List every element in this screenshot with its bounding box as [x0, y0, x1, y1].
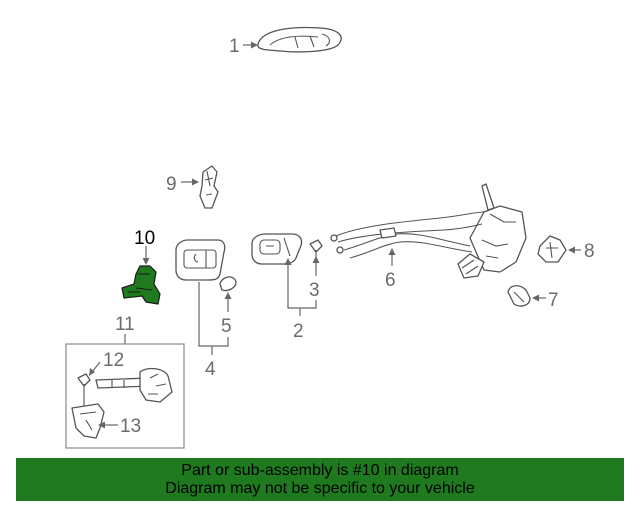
part-5-clip[interactable]: [219, 276, 237, 292]
part-11-assembly-box[interactable]: [65, 343, 185, 449]
part-13-bracket[interactable]: [71, 403, 105, 439]
callout-1[interactable]: 1: [229, 36, 240, 57]
banner-line-2: Diagram may not be specific to your vehi…: [165, 480, 475, 497]
callout-7[interactable]: 7: [548, 290, 559, 311]
part-1-outside-handle[interactable]: [257, 26, 342, 53]
callout-13[interactable]: 13: [120, 416, 141, 437]
part-7-grommet[interactable]: [507, 285, 531, 307]
part-10-door-check[interactable]: [121, 265, 161, 305]
part-11-check-assembly[interactable]: [95, 367, 173, 403]
callout-11[interactable]: 11: [115, 314, 135, 335]
callout-9[interactable]: 9: [166, 174, 177, 195]
parts-diagram: 1 9 10 11 12 13: [65, 26, 595, 449]
callout-5[interactable]: 5: [221, 316, 232, 337]
banner-line-1: Part or sub-assembly is #10 in diagram: [181, 462, 459, 479]
callout-4[interactable]: 4: [205, 359, 216, 380]
callout-3[interactable]: 3: [309, 280, 320, 301]
callout-2[interactable]: 2: [293, 321, 304, 342]
callout-10[interactable]: 10: [134, 228, 155, 249]
part-3-screw[interactable]: [309, 239, 323, 258]
part-2-inside-handle[interactable]: [251, 233, 303, 265]
part-6-lock-assembly[interactable]: [330, 183, 527, 279]
info-banner: Part or sub-assembly is #10 in diagram D…: [16, 458, 624, 501]
part-8-striker[interactable]: [537, 235, 567, 263]
part-9-bracket[interactable]: [199, 165, 219, 209]
callout-6[interactable]: 6: [385, 270, 396, 291]
part-4-inside-handle[interactable]: [175, 239, 226, 281]
part-12-bolt[interactable]: [77, 373, 91, 410]
callout-12[interactable]: 12: [103, 350, 124, 371]
callout-8[interactable]: 8: [584, 241, 595, 262]
